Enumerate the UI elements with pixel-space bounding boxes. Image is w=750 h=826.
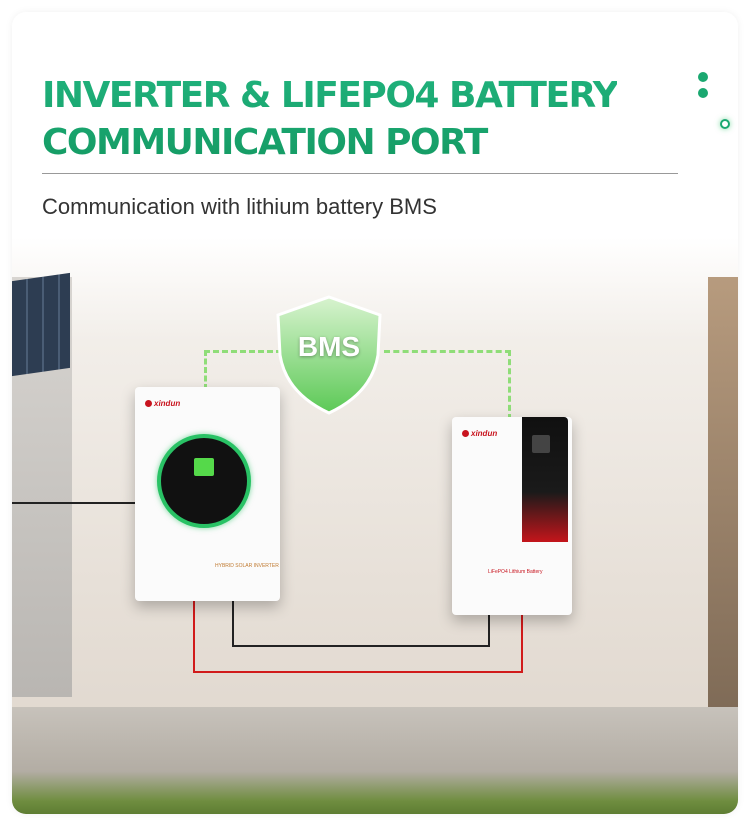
brand-logo-icon: [462, 430, 469, 438]
battery-device: xindun LiFePO4 Lithium Battery: [452, 417, 572, 615]
red-cable-rise: [521, 615, 523, 673]
subtitle: Communication with lithium battery BMS: [42, 194, 437, 219]
bms-label: BMS: [297, 331, 361, 362]
battery-product-label: LiFePO4 Lithium Battery: [488, 569, 543, 575]
title-line-2: COMMUNICATION PORT: [42, 122, 487, 163]
battery-brand: xindun: [462, 429, 497, 438]
comm-line-left: [204, 350, 282, 390]
solar-panel-roof: [12, 272, 70, 377]
filled-dot-icon: [698, 72, 708, 82]
lcd-screen: [194, 458, 214, 476]
product-card: INVERTER & LIFEPO4 BATTERY COMMUNICATION…: [12, 12, 738, 814]
house-right: [708, 277, 738, 717]
title-line-1: INVERTER & LIFEPO4 BATTERY: [42, 75, 618, 116]
inverter-display-ring: [157, 434, 251, 528]
inverter-brand: xindun: [145, 399, 180, 408]
ring-dot-icon: [720, 119, 730, 129]
ground: [12, 707, 738, 814]
red-cable-drop: [193, 601, 195, 673]
more-options-icon[interactable]: [698, 72, 730, 129]
filled-dot-icon: [698, 88, 708, 98]
inverter-device: xindun HYBRID SOLAR INVERTER: [135, 387, 280, 601]
black-cable-drop: [232, 601, 234, 647]
page-title: INVERTER & LIFEPO4 BATTERY COMMUNICATION…: [42, 72, 617, 166]
brand-logo-icon: [145, 400, 152, 408]
battery-screen: [532, 435, 550, 453]
inverter-product-label: HYBRID SOLAR INVERTER: [215, 563, 279, 569]
black-cable-rise: [488, 615, 490, 647]
comm-line-right: [384, 350, 511, 420]
shield-icon: [276, 295, 382, 415]
black-cable-left: [12, 502, 135, 504]
black-cable-run: [232, 645, 490, 647]
installation-scene: BMS xindun HYBRID SOLAR INVERTER xindun …: [12, 237, 738, 814]
battery-front-panel: [522, 417, 568, 542]
divider: [42, 173, 678, 174]
red-cable-run: [193, 671, 523, 673]
